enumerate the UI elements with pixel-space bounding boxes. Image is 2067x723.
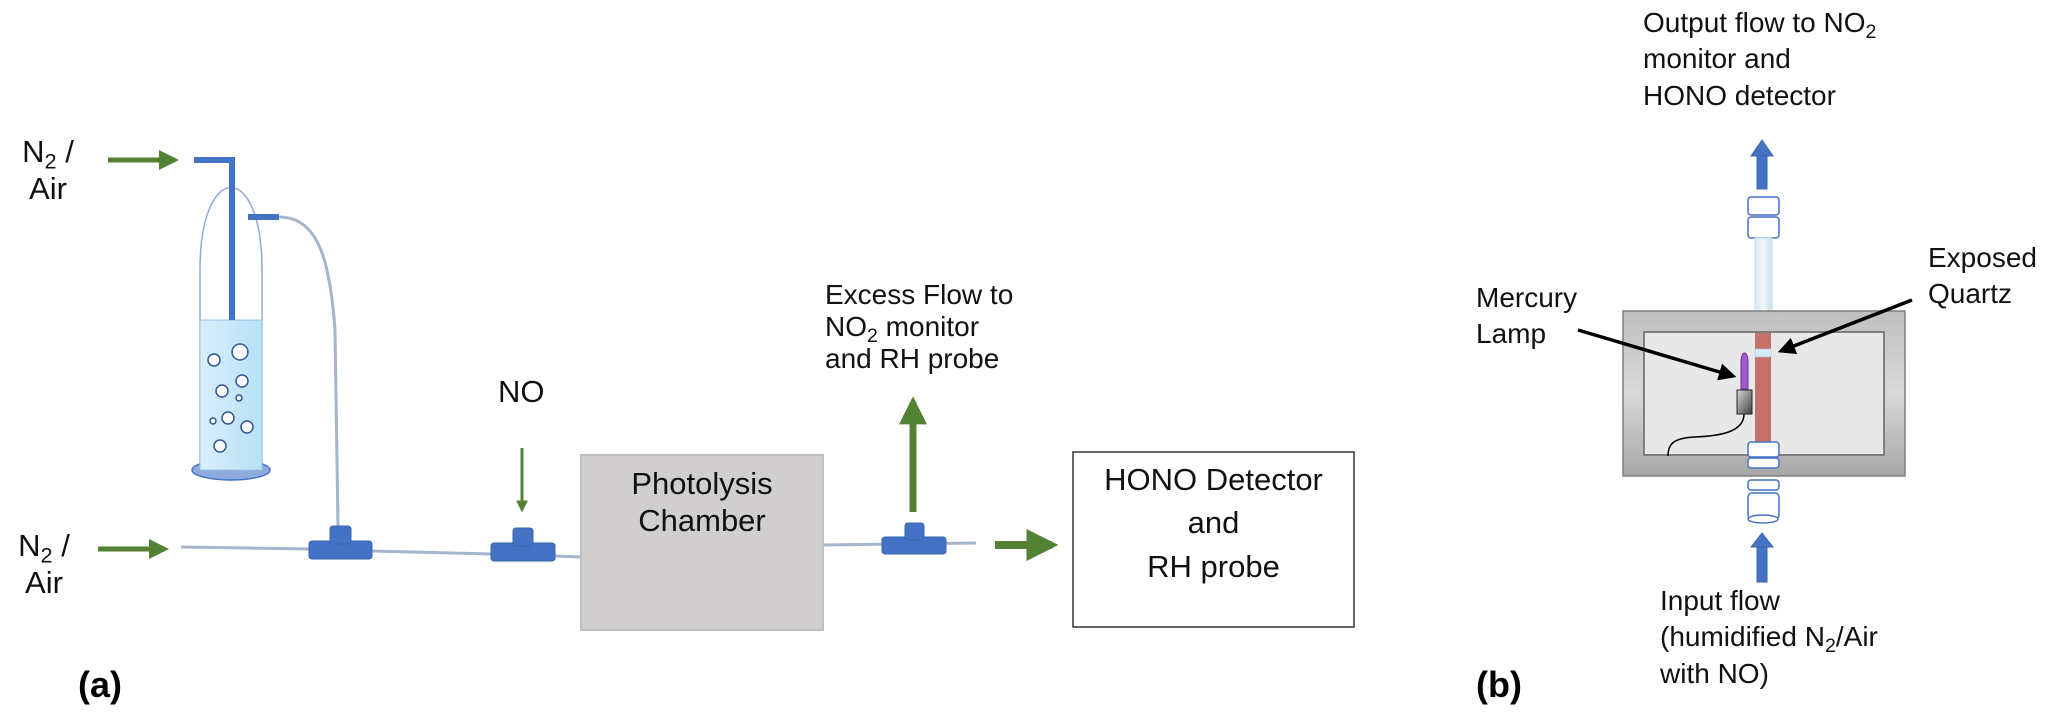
tee-fitting-no-inlet — [490, 527, 556, 562]
hono-detector-label: HONO Detector and RH probe — [1104, 462, 1323, 584]
bubbler-liquid — [199, 319, 263, 471]
bubbles — [207, 343, 254, 453]
bottom-connector — [1747, 479, 1780, 524]
quartz-tube-upper — [1754, 237, 1773, 314]
bubbler — [191, 157, 279, 481]
hono-detector-box — [1072, 451, 1355, 628]
exposed-quartz-window — [1754, 348, 1772, 358]
top-connector — [1747, 196, 1780, 239]
mercury-lamp-label: Mercury Lamp — [1476, 282, 1578, 350]
lower-internal-connector — [1747, 441, 1780, 469]
mercury-lamp-pointer — [1577, 328, 1737, 381]
excess-flow-label: Excess Flow to NO2 monitor and RH probe — [825, 279, 1014, 375]
lamp-power-cable — [1667, 413, 1745, 457]
bottom-inlet-label: N2 / Air — [18, 528, 70, 601]
panel-a-label: (a) — [78, 664, 122, 705]
photolysis-chamber — [580, 454, 824, 631]
quartz-tube-covered — [1755, 333, 1771, 443]
tee-fitting-excess — [881, 522, 947, 555]
mercury-lamp-bulb — [1740, 352, 1749, 390]
panel-b-label: (b) — [1476, 664, 1522, 705]
tee-fitting-mixing — [308, 525, 373, 560]
bubbler-inlet-tube — [194, 157, 235, 320]
no-label: NO — [498, 374, 545, 409]
input-flow-arrow — [1749, 532, 1775, 583]
photolysis-chamber-label: Photolysis Chamber — [631, 466, 773, 539]
exposed-quartz-label: Exposed Quartz — [1928, 242, 2037, 310]
humidified-tubing — [278, 215, 340, 528]
mercury-lamp-holder — [1736, 389, 1753, 415]
output-flow-label: Output flow to NO2 monitor and HONO dete… — [1643, 7, 1877, 111]
output-flow-arrow — [1750, 139, 1774, 190]
top-inlet-label: N2 / Air — [22, 134, 74, 207]
input-flow-label: Input flow (humidified N2/Air with NO) — [1660, 585, 1878, 689]
exposed-quartz-pointer — [1777, 298, 1913, 355]
